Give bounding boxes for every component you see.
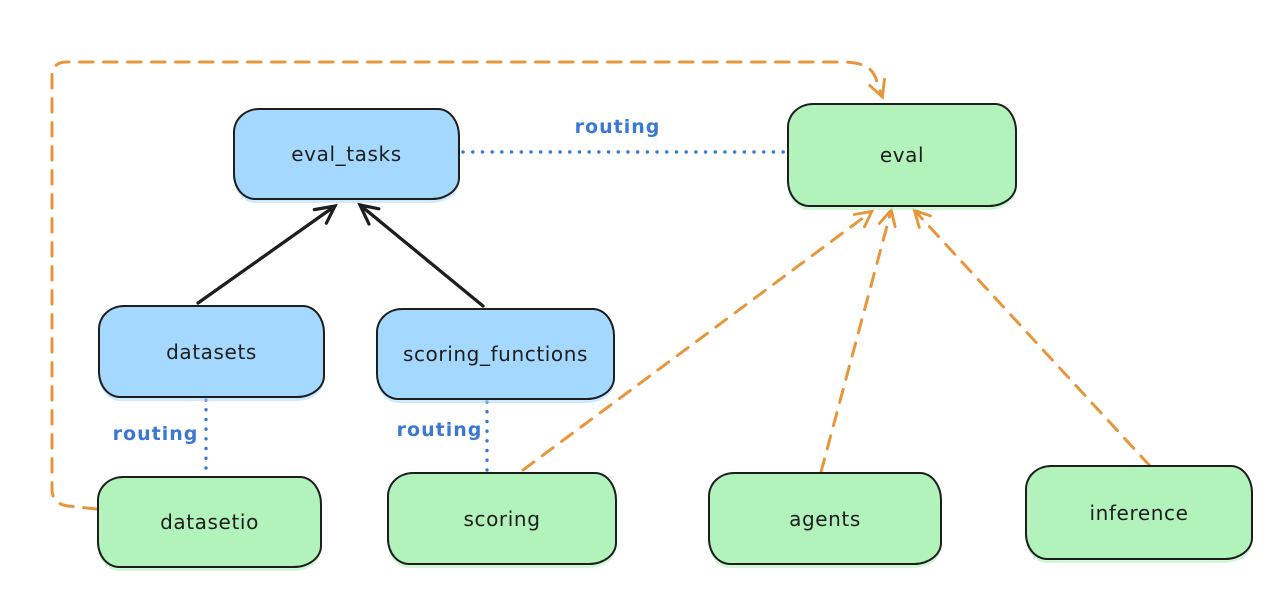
edge-label-routing-top: routing (574, 116, 661, 138)
node-scoring-label: scoring (463, 506, 541, 531)
edge-datasets-to-eval-tasks (196, 203, 338, 305)
node-scoring-functions: scoring_functions (376, 308, 615, 400)
edge-scoring-functions-to-eval-tasks (357, 202, 485, 308)
node-agents: agents (708, 472, 942, 565)
node-scoring: scoring (387, 472, 617, 565)
node-datasets-label: datasets (166, 339, 257, 364)
edge-inference-to-eval (912, 207, 1152, 468)
node-eval-tasks-label: eval_tasks (291, 142, 402, 166)
node-inference: inference (1025, 465, 1253, 560)
node-datasetio-label: datasetio (160, 510, 259, 534)
node-inference-label: inference (1089, 500, 1189, 525)
node-eval: eval (787, 103, 1017, 207)
node-scoring-functions-label: scoring_functions (402, 342, 589, 366)
node-agents-label: agents (789, 506, 861, 531)
node-datasets: datasets (98, 305, 325, 398)
node-eval-label: eval (879, 143, 925, 167)
edge-agents-to-eval (819, 206, 897, 474)
edge-label-routing-datasetio: routing (112, 423, 199, 445)
edge-label-routing-scoring: routing (396, 419, 483, 441)
node-eval-tasks: eval_tasks (233, 108, 460, 200)
node-datasetio: datasetio (97, 476, 322, 568)
